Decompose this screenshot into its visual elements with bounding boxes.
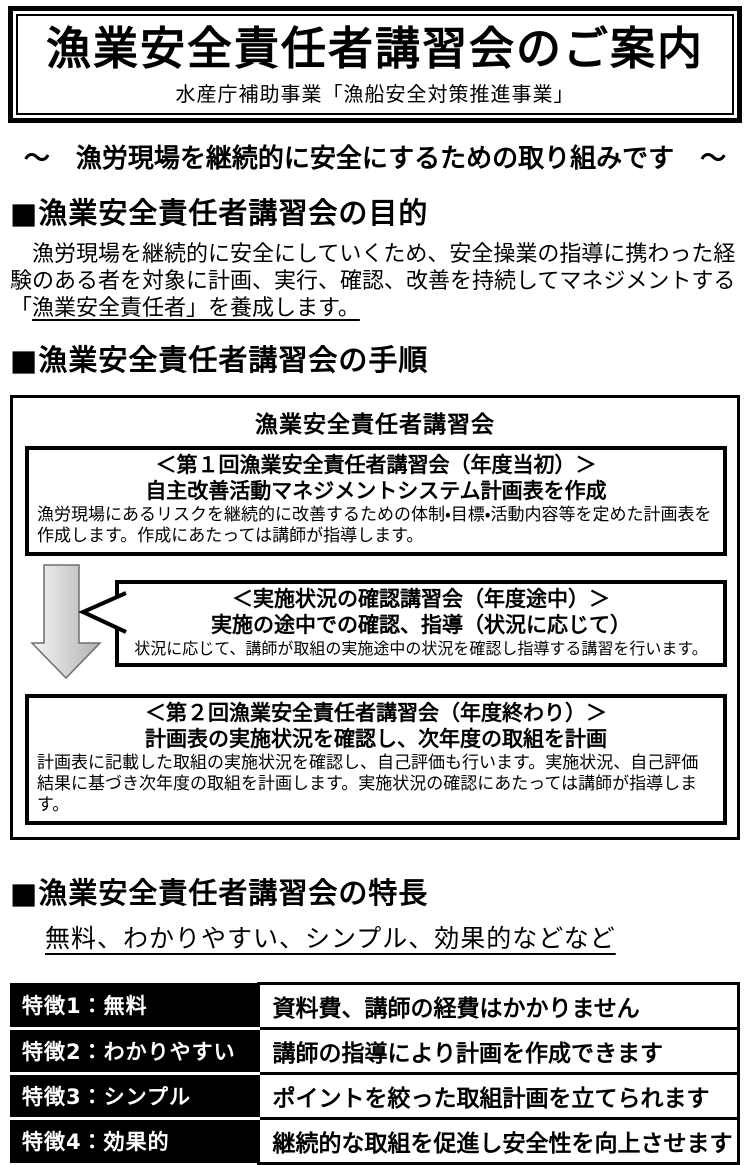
procedure-middle-row: ＜実施状況の確認講習会（年度途中）＞ 実施の途中での確認、指導（状況に応じて） … xyxy=(25,556,727,687)
step-2-description: 状況に応じて、講師が取組の実施途中の状況を確認し指導する講習を行います。 xyxy=(134,638,708,658)
procedure-heading: ■漁業安全責任者講習会の手順 xyxy=(10,342,429,377)
purpose-text-underlined: 漁業安全責任者」を養成します。 xyxy=(32,295,360,321)
title-box: 漁業安全責任者講習会のご案内 水産庁補助事業「漁船安全対策推進事業」 xyxy=(8,6,742,123)
step-3-subtitle: 計画表の実施状況を確認し、次年度の取組を計画 xyxy=(145,726,607,751)
step-3-title: ＜第２回漁業安全責任者講習会（年度終わり）＞ xyxy=(145,700,607,725)
features-table: 特徴1：無料 資料費、講師の経費はかかりません 特徴2：わかりやすい 講師の指導… xyxy=(10,981,740,1165)
purpose-heading: ■漁業安全責任者講習会の目的 xyxy=(10,195,429,230)
flyer-page: 漁業安全責任者講習会のご案内 水産庁補助事業「漁船安全対策推進事業」 ～ 漁労現… xyxy=(0,6,750,1165)
procedure-box-title: 漁業安全責任者講習会 xyxy=(255,411,495,438)
step-1-title: ＜第１回漁業安全責任者講習会（年度当初）＞ xyxy=(155,452,597,477)
step-2-subtitle: 実施の途中での確認、指導（状況に応じて） xyxy=(211,612,631,637)
page-subtitle: 水産庁補助事業「漁船安全対策推進事業」 xyxy=(175,81,575,106)
step-1-description: 漁労現場にあるリスクを継続的に改善するための体制・目標・活動内容等を定めた計画表… xyxy=(37,504,712,546)
feature-2-label: 特徴2：わかりやすい xyxy=(10,1028,258,1075)
step-3-description: 計画表に記載した取組の実施状況を確認し、自己評価も行います。実施状況、自己評価結… xyxy=(37,752,699,815)
tagline: ～ 漁労現場を継続的に安全にするための取り組みです ～ xyxy=(23,143,727,174)
feature-3-label: 特徴3：シンプル xyxy=(10,1073,258,1120)
feature-2-description: 講師の指導により計画を作成できます xyxy=(256,1026,740,1075)
table-row: 特徴2：わかりやすい 講師の指導により計画を作成できます xyxy=(10,1026,740,1075)
purpose-paragraph: 漁労現場を継続的に安全にしていくため、安全操業の指導に携わった経験のある者を対象… xyxy=(10,241,740,322)
page-title: 漁業安全責任者講習会のご案内 xyxy=(45,22,704,75)
table-row: 特徴1：無料 資料費、講師の経費はかかりません xyxy=(10,981,740,1030)
feature-3-description: ポイントを絞った取組計画を立てられます xyxy=(256,1071,740,1120)
purpose-text-normal: 漁労現場を継続的に安全にしていくため、安全操業の指導に携わった経験のある者を対象… xyxy=(10,241,736,321)
features-summary: 無料、わかりやすい、シンプル、効果的などなど xyxy=(45,923,616,953)
title-box-inner: 漁業安全責任者講習会のご案内 水産庁補助事業「漁船安全対策推進事業」 xyxy=(16,14,734,115)
step-2-box: ＜実施状況の確認講習会（年度途中）＞ 実施の途中での確認、指導（状況に応じて） … xyxy=(78,579,727,667)
table-row: 特徴3：シンプル ポイントを絞った取組計画を立てられます xyxy=(10,1071,740,1120)
step-2-title: ＜実施状況の確認講習会（年度途中）＞ xyxy=(232,586,610,611)
feature-1-label: 特徴1：無料 xyxy=(10,983,258,1030)
feature-4-label: 特徴4：効果的 xyxy=(10,1118,258,1163)
table-row: 特徴4：効果的 継続的な取組を促進し安全性を向上させます xyxy=(10,1116,740,1165)
procedure-flow-box: 漁業安全責任者講習会 ＜第１回漁業安全責任者講習会（年度当初）＞ 自主改善活動マ… xyxy=(10,394,740,840)
features-heading: ■漁業安全責任者講習会の特長 xyxy=(10,875,429,910)
bubble-pointer-icon xyxy=(78,590,127,634)
step-1-box: ＜第１回漁業安全責任者講習会（年度当初）＞ 自主改善活動マネジメントシステム計画… xyxy=(25,445,727,556)
step-1-subtitle: 自主改善活動マネジメントシステム計画表を作成 xyxy=(145,478,607,503)
feature-4-description: 継続的な取組を促進し安全性を向上させます xyxy=(256,1116,740,1165)
down-arrow-icon xyxy=(30,563,102,679)
step-3-box: ＜第２回漁業安全責任者講習会（年度終わり）＞ 計画表の実施状況を確認し、次年度の… xyxy=(25,693,727,825)
feature-1-description: 資料費、講師の経費はかかりません xyxy=(256,981,740,1030)
